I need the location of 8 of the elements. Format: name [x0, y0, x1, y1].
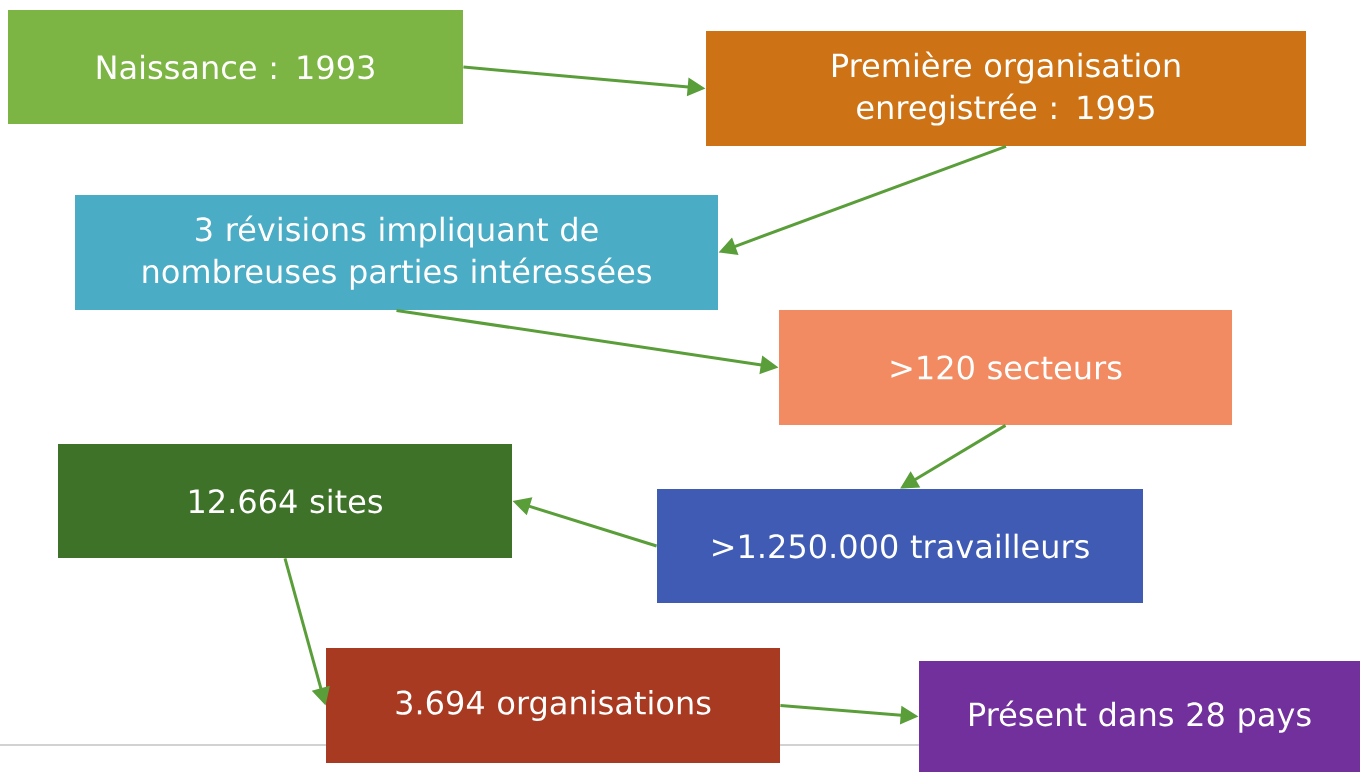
- text-box: 3 révisions impliquant de nombreuses parties intéressées: [75, 195, 718, 310]
- text-box: 12.664 sites: [58, 444, 512, 558]
- text-box: >120 secteurs: [779, 310, 1232, 425]
- text-box: Première organisation enregistrée : 1995: [706, 31, 1306, 146]
- text-box: Présent dans 28 pays: [919, 661, 1360, 772]
- text-box: Naissance : 1993: [8, 10, 463, 124]
- text-box: >1.250.000 travailleurs: [657, 489, 1143, 603]
- text-box: 3.694 organisations: [326, 648, 780, 763]
